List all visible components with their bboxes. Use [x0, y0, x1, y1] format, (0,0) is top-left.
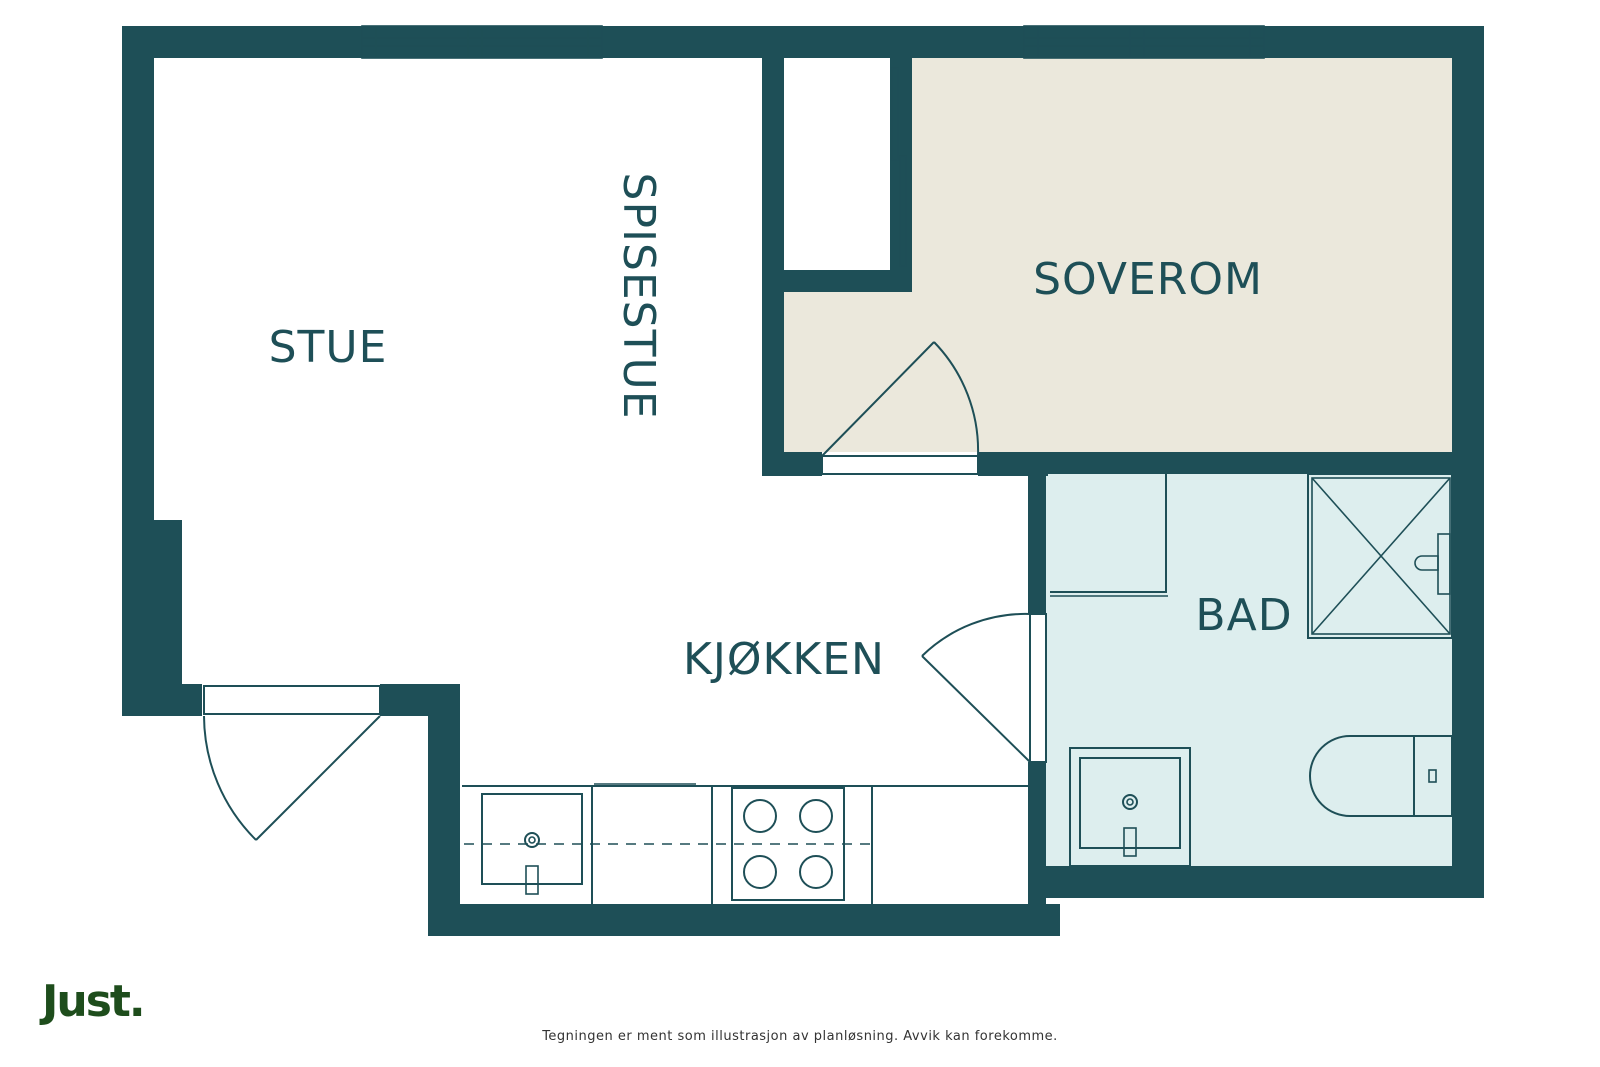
- room-label-bad: BAD: [1195, 590, 1292, 641]
- washing-machine-space: [1050, 474, 1168, 597]
- toilet: [1309, 735, 1453, 817]
- walls: [122, 26, 1484, 936]
- disclaimer-text: Tegningen er ment som illustrasjon av pl…: [541, 1029, 1058, 1044]
- bathroom-floor: [1046, 474, 1452, 866]
- window-bedroom: [1023, 25, 1265, 59]
- entrance-door: [203, 685, 381, 841]
- bedroom-floor: [784, 58, 1452, 452]
- kitchen-sink: [481, 793, 583, 895]
- bedroom-door: [821, 341, 980, 475]
- kitchen-counter: [462, 783, 1028, 904]
- room-label-stue: STUE: [269, 322, 388, 373]
- room-label-soverom: SOVEROM: [1033, 254, 1263, 305]
- bathroom-door: [921, 612, 1047, 763]
- stove: [731, 787, 845, 901]
- brand-logo: Just.: [39, 976, 144, 1027]
- closet-sliding-door: [891, 67, 907, 267]
- bathroom-sink: [1069, 747, 1191, 867]
- room-label-spisestue: SPISESTUE: [613, 173, 664, 420]
- room-label-kjokken: KJØKKEN: [683, 634, 885, 685]
- shower: [1307, 473, 1453, 639]
- window-living: [361, 25, 603, 59]
